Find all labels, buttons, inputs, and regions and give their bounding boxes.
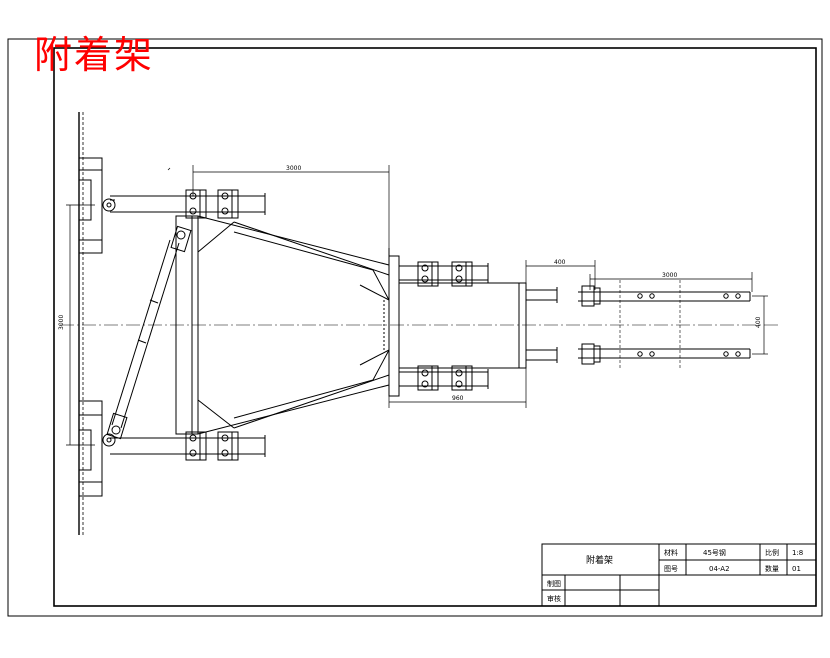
title-block bbox=[541, 543, 817, 607]
quantity-label: 数量 bbox=[765, 564, 779, 573]
tapered-frame bbox=[175, 215, 390, 435]
dim-top-span: 3000 bbox=[286, 165, 301, 172]
quantity-value: 01 bbox=[792, 565, 801, 573]
dim-short-top: 400 bbox=[554, 259, 566, 266]
drafter-label: 制图 bbox=[547, 579, 561, 588]
dim-bottom-span: 960 bbox=[452, 395, 464, 402]
scale-value: 1:8 bbox=[792, 549, 803, 557]
collar-joint bbox=[388, 248, 558, 397]
lower-arm bbox=[110, 431, 266, 461]
scale-label: 比例 bbox=[765, 548, 779, 557]
inner-border bbox=[53, 47, 817, 607]
material-value: 45号钢 bbox=[703, 548, 726, 557]
right-tie-rods bbox=[578, 280, 751, 370]
title-block-name: 附着架 bbox=[586, 554, 613, 566]
drawing-no-label: 图号 bbox=[664, 565, 678, 573]
dim-left-height: 3000 bbox=[58, 315, 65, 330]
upper-arm bbox=[110, 189, 266, 219]
tower-section bbox=[78, 112, 116, 535]
dim-right-span: 3000 bbox=[662, 272, 677, 279]
material-label: 材料 bbox=[664, 548, 678, 557]
dimension-lines bbox=[167, 165, 768, 408]
banner-title: 附着架 bbox=[34, 33, 155, 77]
diagonal-brace bbox=[106, 225, 192, 440]
outer-border bbox=[7, 38, 823, 617]
dim-right-height: 400 bbox=[755, 316, 762, 328]
reviewer-label: 审核 bbox=[547, 594, 561, 603]
drawing-no-value: 04-A2 bbox=[709, 565, 730, 573]
